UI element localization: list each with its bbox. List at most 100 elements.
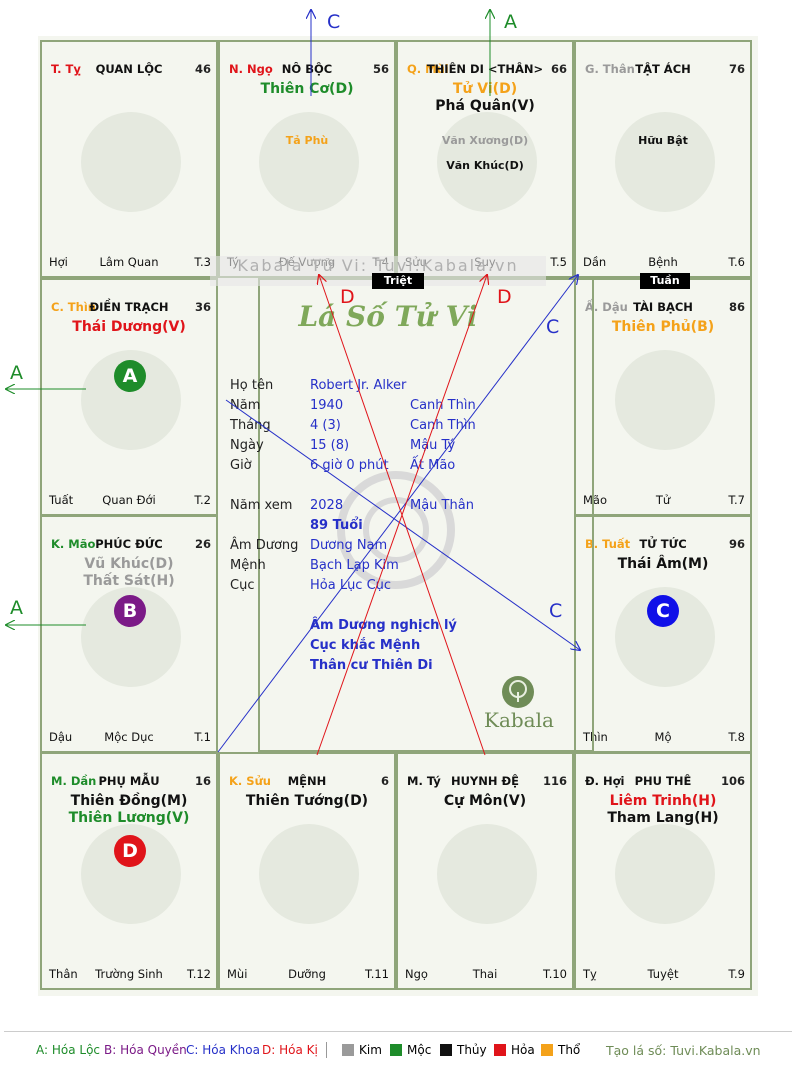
value-ho-ten: Robert Jr. Alker	[310, 378, 407, 393]
value-tuoi: 89 Tuổi	[310, 518, 363, 533]
minor-stars: Hữu Bật	[576, 128, 750, 153]
cell-bottom-branch: Mão	[583, 493, 608, 507]
cell-branch: Q. Mùi	[407, 62, 449, 76]
legend-credit-link[interactable]: Tạo lá số: Tuvi.Kabala.vn	[606, 1043, 761, 1058]
label-ho-ten: Họ tên	[230, 378, 274, 393]
zodiac-watermark-icon	[81, 350, 181, 450]
arrow-label-left-a2: A	[10, 597, 23, 619]
arrow-label-top-c: C	[327, 11, 341, 33]
value-nam-xem: 2028	[310, 498, 344, 513]
label-nam-xem: Năm xem	[230, 498, 293, 513]
legend-kim: Kim	[342, 1043, 382, 1057]
legend-tho-label: Thổ	[558, 1043, 581, 1057]
tag-triet: Triệt	[372, 273, 424, 289]
main-star: Tham Lang(H)	[607, 810, 719, 826]
zodiac-watermark-icon	[259, 824, 359, 924]
cell-month-code: T.6	[728, 255, 745, 269]
main-stars: Vũ Khúc(D)Thất Sát(H)	[42, 556, 216, 590]
cell-age-number: 16	[194, 774, 211, 788]
main-stars: Cự Môn(V)	[398, 793, 572, 810]
cell-life-stage: Thai	[472, 967, 498, 981]
cell-palace-name: PHU THÊ	[634, 774, 692, 788]
note-cuc-khac: Cục khắc Mệnh	[310, 638, 421, 653]
main-stars: Tử Vi(D)Phá Quân(V)	[398, 81, 572, 115]
cell-bottom-branch: Ngọ	[405, 967, 428, 981]
cell-age-number: 26	[194, 537, 211, 551]
cell-palace-name: HUYNH ĐỆ	[450, 774, 520, 788]
main-star: Thái Dương(V)	[72, 319, 186, 335]
badge-hoa-quyen: B	[114, 595, 146, 627]
cell-palace-name: TÀI BẠCH	[633, 300, 693, 314]
cell-life-stage: Mộ	[654, 730, 672, 744]
value-thang: 4 (3)	[310, 418, 341, 433]
cell-life-stage: Tử	[655, 493, 671, 507]
arrow-label-c2: C	[549, 600, 563, 622]
main-star: Thiên Phủ(B)	[611, 319, 715, 335]
label-nam: Năm	[230, 398, 261, 413]
main-stars: Thiên Cơ(D)	[220, 81, 394, 98]
cell-life-stage: Bệnh	[648, 255, 678, 269]
zodiac-watermark-icon	[615, 587, 715, 687]
minor-star: Hữu Bật	[638, 134, 688, 147]
zodiac-watermark-icon	[81, 112, 181, 212]
zodiac-watermark-icon	[437, 824, 537, 924]
cell-branch: K. Mão	[51, 537, 96, 551]
cell-age-number: 6	[380, 774, 389, 788]
badge-hoa-ki: D	[114, 835, 146, 867]
main-star: Tử Vi(D)	[452, 81, 518, 97]
value-nam-xem-canchi: Mậu Thân	[410, 498, 474, 513]
arrow-label-c1: C	[546, 316, 560, 338]
chart-title: Lá Số Tử Vi	[298, 300, 478, 333]
label-gio: Giờ	[230, 458, 252, 473]
cell-branch: B. Tuất	[585, 537, 631, 551]
cell-month-code: T.11	[365, 967, 389, 981]
cell-month-code: T.8	[728, 730, 745, 744]
cell-month-code: T.12	[187, 967, 211, 981]
kim-swatch-icon	[342, 1044, 354, 1056]
arrow-label-left-a1: A	[10, 362, 23, 384]
badge-hoa-loc: A	[114, 360, 146, 392]
cell-life-stage: Trường Sinh	[95, 967, 163, 981]
legend-thuy-label: Thủy	[457, 1043, 487, 1057]
cell-branch: M. Dần	[51, 774, 97, 788]
main-stars: Thiên Đồng(M)Thiên Lương(V)	[42, 793, 216, 827]
cell-bottom-branch: Hợi	[49, 255, 68, 269]
cell-month-code: T.2	[194, 493, 211, 507]
legend-moc: Mộc	[390, 1043, 431, 1057]
cell-branch: Đ. Hợi	[585, 774, 625, 788]
cell-branch: M. Tý	[407, 774, 441, 788]
cell-palace-name: NÔ BỘC	[281, 62, 333, 76]
minor-stars: Văn Xương(D)Văn Khúc(D)	[398, 128, 572, 178]
cell-palace-name: PHÚC ĐỨC	[95, 537, 163, 551]
value-nam-canchi: Canh Thìn	[410, 398, 476, 413]
cell-age-number: 116	[542, 774, 567, 788]
cell-month-code: T.7	[728, 493, 745, 507]
legend-thuy: Thủy	[440, 1043, 487, 1057]
value-ngay-canchi: Mậu Tý	[410, 438, 456, 453]
cell-life-stage: Tuyệt	[647, 967, 679, 981]
line-d2	[319, 275, 486, 756]
main-star: Thiên Tướng(D)	[245, 793, 369, 809]
main-stars: Liêm Trinh(H)Tham Lang(H)	[576, 793, 750, 827]
main-star: Cự Môn(V)	[443, 793, 527, 809]
zodiac-watermark-icon	[615, 350, 715, 450]
cell-palace-name: ĐIỀN TRẠCH	[89, 300, 169, 314]
kabala-logo-text: Kabala	[484, 708, 554, 732]
main-star: Liêm Trinh(H)	[609, 793, 717, 809]
legend-kim-label: Kim	[359, 1043, 382, 1057]
cell-bottom-branch: Dậu	[49, 730, 73, 744]
tho-swatch-icon	[541, 1044, 553, 1056]
cell-life-stage: Lâm Quan	[99, 255, 159, 269]
tag-tuan: Tuần	[640, 273, 690, 289]
kabala-tree-icon	[502, 676, 534, 708]
cell-age-number: 96	[728, 537, 745, 551]
minor-star: Tả Phù	[285, 134, 329, 147]
note-than-cu: Thân cư Thiên Di	[310, 658, 433, 673]
cell-age-number: 36	[194, 300, 211, 314]
